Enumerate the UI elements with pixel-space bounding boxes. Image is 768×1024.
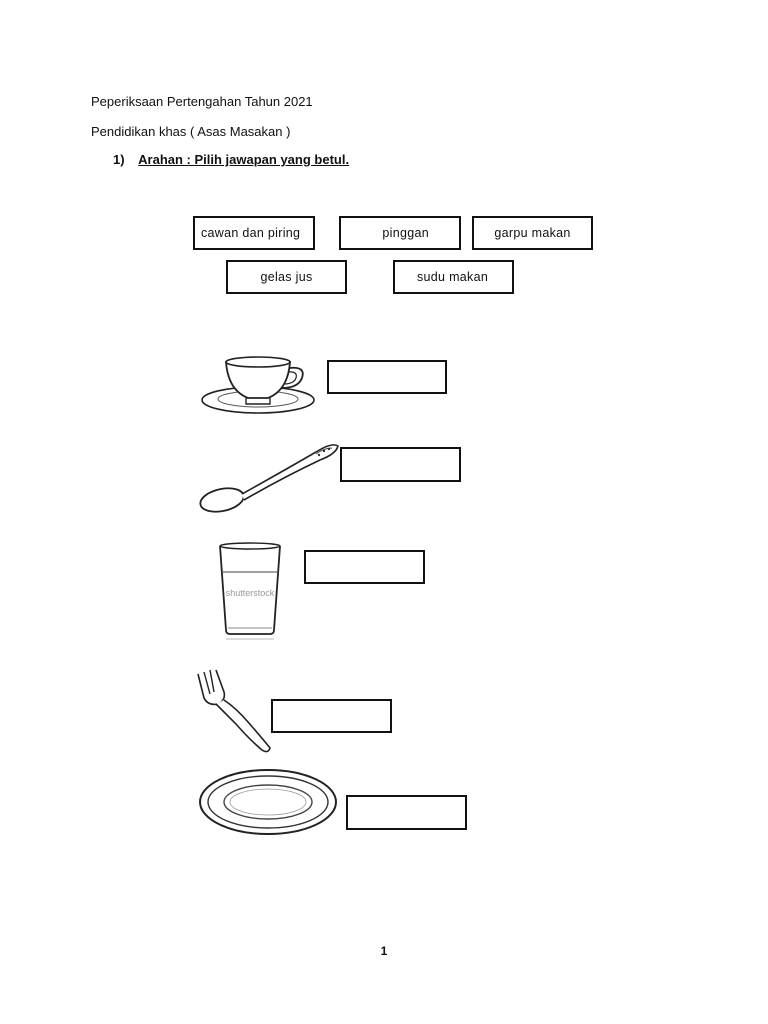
word-option-label: cawan dan piring	[201, 226, 301, 240]
word-option-pinggan[interactable]: pinggan	[339, 216, 461, 250]
word-option-label: garpu makan	[494, 226, 571, 240]
plate-icon	[199, 769, 337, 835]
spoon-icon	[199, 444, 339, 513]
answer-box-fork[interactable]	[271, 699, 392, 733]
question-number: 1)	[113, 152, 125, 167]
word-option-gelas-jus[interactable]: gelas jus	[226, 260, 347, 294]
cup-and-saucer-icon	[201, 356, 315, 414]
subject-title: Pendidikan khas ( Asas Masakan )	[91, 124, 291, 139]
question-heading: 1) Arahan : Pilih jawapan yang betul.	[113, 152, 349, 167]
word-option-label: gelas jus	[260, 270, 313, 284]
word-option-cawan-dan-piring[interactable]: cawan dan piring	[193, 216, 315, 250]
word-option-label: pinggan	[382, 226, 429, 240]
exam-title: Peperiksaan Pertengahan Tahun 2021	[91, 94, 313, 109]
question-instruction: Arahan : Pilih jawapan yang betul.	[138, 152, 350, 167]
word-option-garpu-makan[interactable]: garpu makan	[472, 216, 593, 250]
answer-box-glass[interactable]	[304, 550, 425, 584]
glass-icon: shutterstock	[219, 542, 281, 640]
word-option-label: sudu makan	[417, 270, 489, 284]
answer-box-cup[interactable]	[327, 360, 447, 394]
glass-watermark: shutterstock	[226, 588, 275, 598]
page-number: 1	[380, 944, 388, 958]
answer-box-plate[interactable]	[346, 795, 467, 830]
word-option-sudu-makan[interactable]: sudu makan	[393, 260, 514, 294]
answer-box-spoon[interactable]	[340, 447, 461, 482]
fork-icon	[197, 669, 271, 753]
